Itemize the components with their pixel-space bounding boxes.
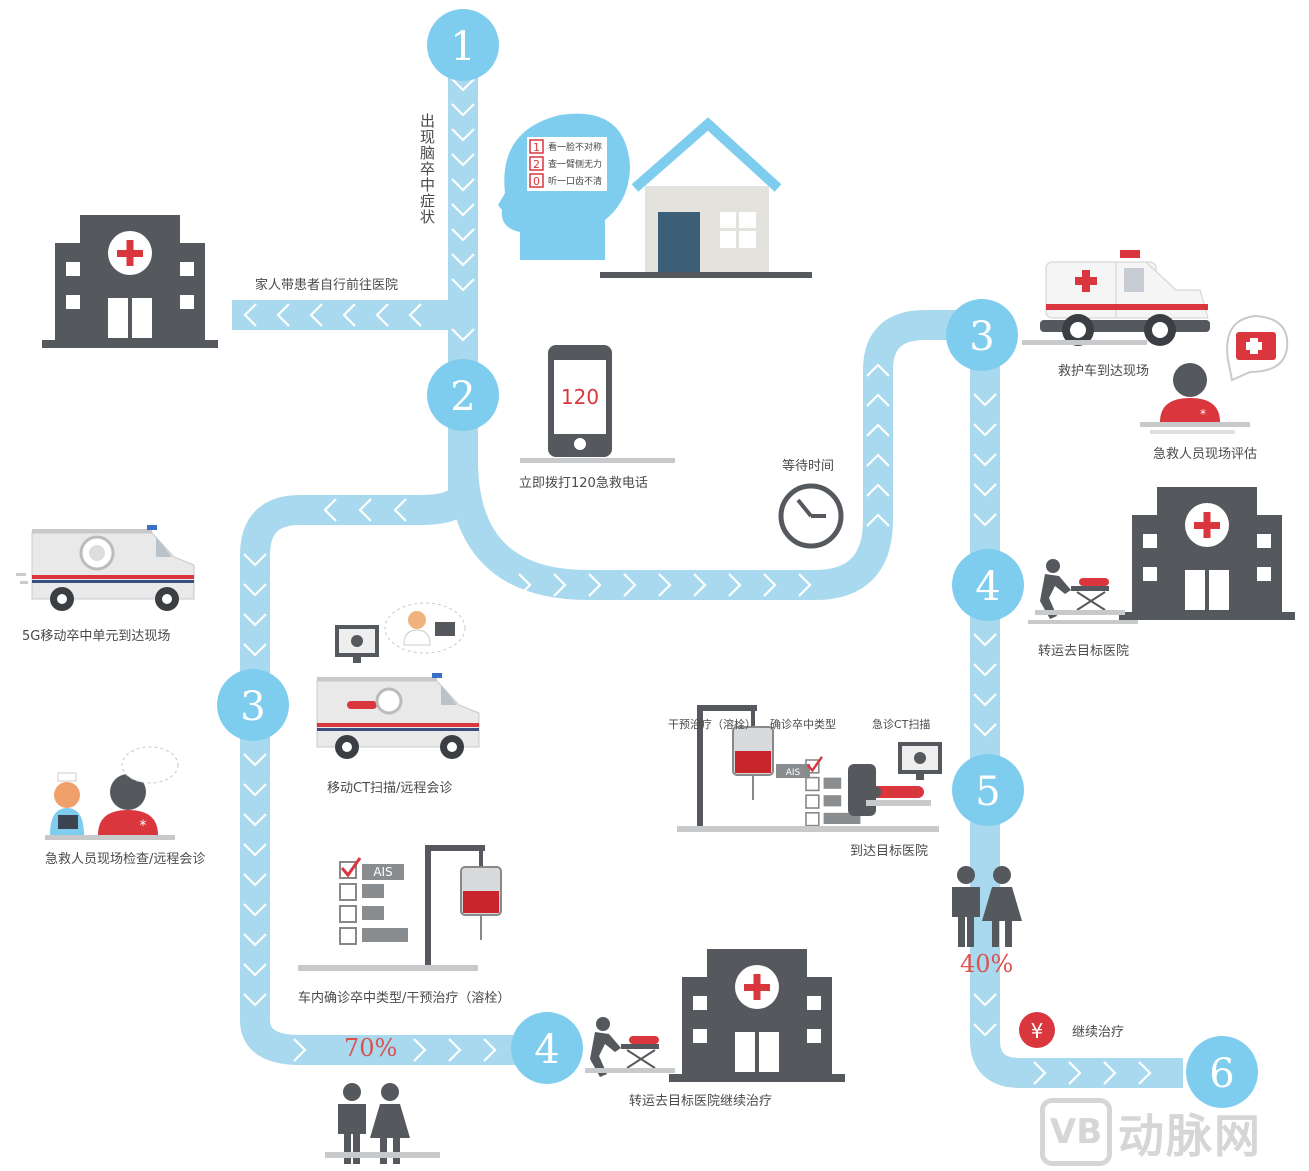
step-6: 6 <box>1209 1051 1234 1097</box>
arrive-hospital-group: AIS <box>677 704 942 832</box>
step-2: 2 <box>450 374 475 420</box>
svg-text:*: * <box>1200 407 1206 421</box>
step-5-right: 5 <box>975 769 1000 815</box>
continue-label: 继续治疗 <box>1072 1025 1125 1040</box>
pathway-road <box>232 45 1183 1088</box>
house-icon <box>600 117 812 278</box>
wait-label: 等待时间 <box>782 459 835 474</box>
mobile-ct-van-icon <box>316 672 480 760</box>
transfer-label: 转运去目标医院 <box>1038 644 1130 659</box>
yen-icon: ¥ <box>1019 1012 1055 1048</box>
transfer-continue-label: 转运去目标医院继续治疗 <box>629 1094 773 1109</box>
head-icon <box>498 113 630 260</box>
call-label: 立即拨打120急救电话 <box>519 476 648 491</box>
svg-text:查一臂侧无力: 查一臂侧无力 <box>548 158 602 170</box>
percent-left: 70% <box>344 1034 398 1062</box>
svg-text:看一脸不对称: 看一脸不对称 <box>548 141 602 153</box>
iv-drip-icon-left <box>424 844 502 971</box>
hospital-icon-bottom <box>669 949 845 1082</box>
svg-text:0: 0 <box>533 175 540 188</box>
svg-text:¥: ¥ <box>1031 1019 1044 1043</box>
thrombolysis-label: 干预治疗（溶栓） <box>668 718 756 731</box>
step-markers: 1 2 3 4 5 6 3 4 <box>217 9 1258 1108</box>
doctor-icon: * <box>1140 314 1289 434</box>
step-4-left: 4 <box>534 1027 559 1073</box>
ct-emergency-label: 急诊CT扫描 <box>872 718 931 731</box>
clock-icon <box>778 483 844 549</box>
stretcher-icon <box>1034 558 1126 620</box>
ambulance-label: 救护车到达现场 <box>1058 364 1150 379</box>
nurse-icon: * <box>45 746 179 840</box>
watermark-text: 动脉网 <box>1118 1109 1262 1163</box>
in-car-diagnosis-group: AIS <box>298 844 502 971</box>
svg-text:120: 120 <box>561 385 599 409</box>
mobile-unit-label: 5G移动卒中单元到达现场 <box>22 629 171 644</box>
step-1: 1 <box>450 24 475 70</box>
arrive-label: 到达目标医院 <box>850 844 929 859</box>
svg-text:1: 1 <box>533 141 540 154</box>
stroke-checklist: 1 2 0 看一脸不对称 查一臂侧无力 听一口齿不清 <box>529 139 602 188</box>
svg-text:*: * <box>140 818 147 834</box>
confirm-label: 确诊卒中类型 <box>770 718 836 731</box>
hospital-icon-right <box>1119 487 1295 620</box>
ct-scanner-icon <box>848 742 942 816</box>
stretcher-icon-bottom <box>584 1016 676 1078</box>
family-label: 家人带患者自行前往医院 <box>255 278 399 293</box>
step-3-left: 3 <box>240 684 265 730</box>
mobile-ct-label: 移动CT扫描/远程会诊 <box>327 781 453 796</box>
monitor-icon <box>335 625 379 663</box>
in-car-label: 车内确诊卒中类型/干预治疗（溶栓） <box>298 991 511 1006</box>
couple-icon-left <box>325 1083 440 1164</box>
svg-text:2: 2 <box>533 158 540 171</box>
symptom-label: 出现脑卒中症状 <box>418 113 436 225</box>
phone-icon: 120 <box>520 345 675 463</box>
step-3-right: 3 <box>969 314 994 360</box>
svg-text:听一口齿不清: 听一口齿不清 <box>548 175 602 187</box>
onsite-label: 急救人员现场检查/远程会诊 <box>45 852 206 867</box>
step-4-right: 4 <box>975 564 1000 610</box>
svg-text:AIS: AIS <box>786 768 801 778</box>
assess-label: 急救人员现场评估 <box>1153 447 1258 462</box>
mobile-stroke-unit-icon <box>16 524 195 612</box>
percent-right: 40% <box>960 950 1014 978</box>
ambulance-icon <box>1022 250 1210 346</box>
watermark-logo: VB <box>1040 1098 1112 1166</box>
cloud-icon <box>384 602 466 654</box>
svg-text:AIS: AIS <box>373 865 392 879</box>
ais-checklist-icon: AIS <box>776 755 862 827</box>
hospital-icon <box>42 215 218 348</box>
